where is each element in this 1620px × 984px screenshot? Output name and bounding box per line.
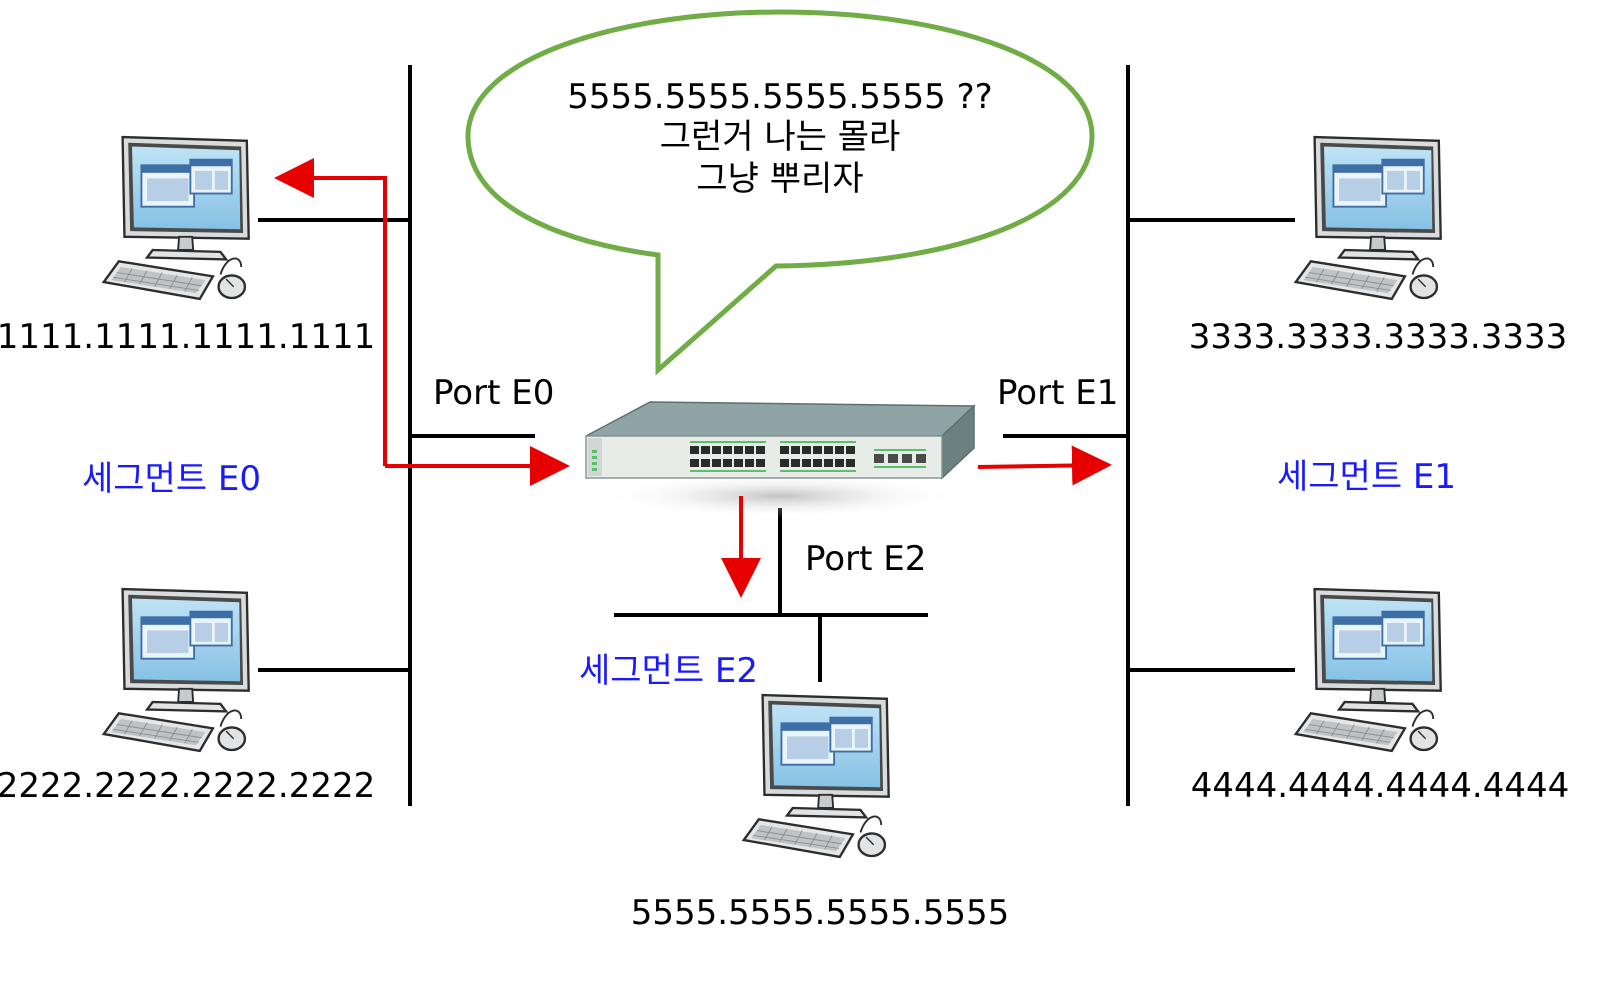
flood-arrows — [274, 158, 1112, 598]
host-label-1111: 1111.1111.1111.1111 — [0, 317, 375, 357]
segment-e1-bus — [1003, 65, 1295, 806]
computer-4444-icon — [1294, 587, 1442, 753]
bubble-line-2: 그런거 나는 몰라 — [660, 117, 901, 157]
segment-e2-bus — [614, 508, 928, 682]
bubble-line-3: 그냥 뿌리자 — [696, 159, 863, 199]
computer-3333-icon — [1294, 135, 1442, 301]
computer-2222-icon — [102, 587, 250, 753]
port-label-e1: Port E1 — [997, 373, 1118, 413]
network-switch-icon — [585, 401, 976, 518]
segment-label-e1: 세그먼트 E1 — [1277, 457, 1456, 497]
segment-label-e0: 세그먼트 E0 — [82, 459, 261, 499]
host-label-2222: 2222.2222.2222.2222 — [0, 766, 375, 806]
port-label-e0: Port E0 — [433, 373, 554, 413]
bubble-line-1: 5555.5555.5555.5555 ?? — [567, 77, 992, 117]
port-label-e2: Port E2 — [805, 539, 926, 579]
host-label-4444: 4444.4444.4444.4444 — [1191, 766, 1570, 806]
segment-label-e2: 세그먼트 E2 — [579, 651, 758, 691]
computer-1111-icon — [102, 135, 250, 301]
arrow-to-host-1111 — [274, 158, 387, 466]
host-label-3333: 3333.3333.3333.3333 — [1189, 317, 1568, 357]
speech-bubble — [465, 9, 1095, 376]
arrow-to-segment-e1 — [977, 445, 1112, 486]
host-label-5555: 5555.5555.5555.5555 — [631, 893, 1010, 933]
computer-5555-icon — [742, 693, 890, 859]
